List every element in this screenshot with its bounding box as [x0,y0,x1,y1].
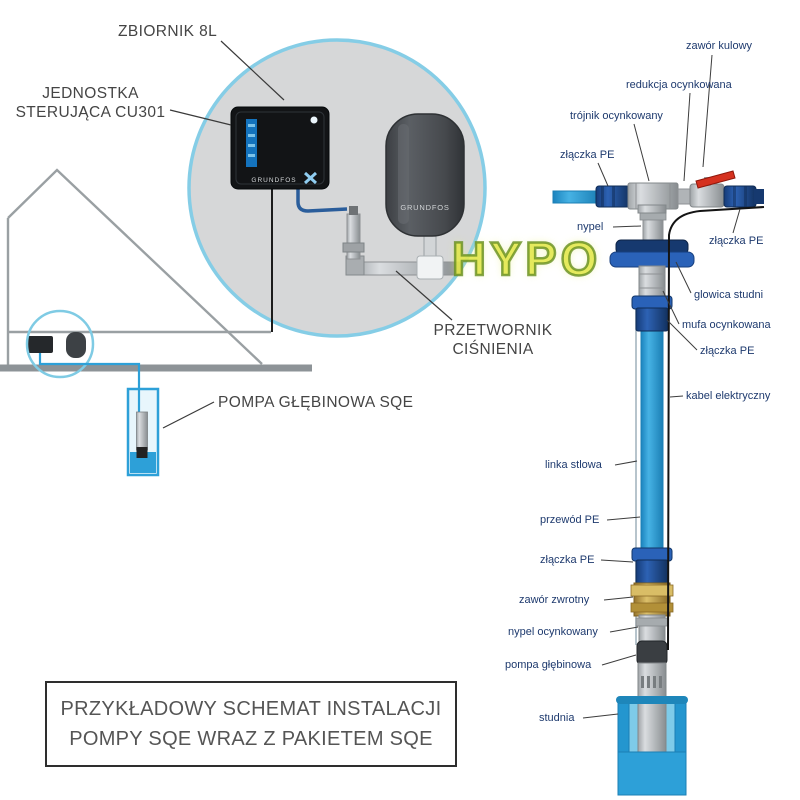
control-cable [296,189,348,213]
well-head-flange-part [609,239,695,268]
label-well-head: glowica studni [694,289,764,301]
leader-steel-line [614,460,638,466]
house-pump [136,411,148,451]
leader-pump-part [601,654,637,666]
leader-pe-upper [666,319,698,351]
leader-tank [220,40,285,101]
leader-pe-right [732,208,741,234]
pe-pipe-part [640,327,664,555]
surface-pipe-left [552,190,600,204]
callout-lines-right [582,54,741,719]
electric-cable-line [667,206,765,651]
zoom-source-circle [25,309,95,379]
callout-lines-left [162,40,453,429]
label-electric-cable: kabel elektryczny [686,390,771,402]
ball-valve-handle [695,170,736,189]
label-pe-coupler-right: złączka PE [709,235,764,247]
pe-coupler-right-part [723,185,757,208]
leader-transducer [395,270,453,321]
leader-pe-lower [600,559,634,563]
check-valve-part [630,582,674,617]
label-galvanized-reduction: redukcja ocynkowana [626,79,732,91]
label-pe-coupler-lower: złączka PE [540,554,595,566]
galvanized-sleeve-part [638,265,666,298]
label-check-valve: zawór zwrotny [519,594,590,606]
house-control-unit [27,336,53,353]
label-galvanized-tee: trójnik ocynkowany [570,110,663,122]
callout-pressure-transducer: PRZETWORNIK CIŚNIENIA [433,322,553,359]
label-well: studnia [539,712,575,724]
leader-check-valve [603,596,634,601]
galvanized-tee-part [627,182,679,214]
house-outline [6,168,271,367]
house-equipment [25,309,95,379]
leader-control-unit [169,109,232,126]
control-brand-text: GRUNDFOS [251,177,296,184]
label-galvanized-sleeve: mufa ocynkowana [682,319,771,331]
indoor-pipe [351,261,462,276]
tank-brand-text: GRUNDFOS [400,203,449,212]
label-pe-coupler-upper: złączka PE [700,345,755,357]
control-unit-cu301: GRUNDFOS [230,106,330,190]
label-submersible-pump: pompa głębinowa [505,659,592,671]
house-tank [66,332,86,358]
leader-pe-left [597,162,609,187]
ball-valve-part [689,170,736,208]
brand-x-icon [303,171,318,185]
label-pe-pipe: przewód PE [540,514,600,526]
label-nipple: nypel [577,221,604,233]
pe-coupler-upper-part [631,295,673,332]
leader-sleeve [662,290,680,325]
pressure-tank [385,113,465,237]
wellhead-assembly [552,170,765,796]
callout-control-unit: JEDNOSTKA STERUJĄCA CU301 [15,85,166,122]
label-ball-valve: zawór kulowy [686,40,753,52]
indoor-tee [416,255,444,280]
leader-well-head [675,261,692,294]
leader-tee [633,123,650,182]
zoom-contents: GRUNDFOS GRUNDFOS [230,106,465,280]
house-well [38,353,160,477]
pe-coupler-left-part [595,185,631,208]
pressure-transducer-part [342,206,365,276]
callout-tank: ZBIORNIK 8L [118,23,218,40]
well-casing-part [616,696,688,796]
galvanized-nipple-part [635,614,669,644]
leader-ball-valve [702,54,713,168]
label-steel-line: linka stlowa [545,459,602,471]
callout-pump: POMPA GŁĘBINOWA SQE [218,394,414,411]
caption-box: PRZYKŁADOWY SCHEMAT INSTALACJI POMPY SQE… [45,681,457,767]
watermark: HYPO [451,231,602,287]
leader-pump [162,401,215,429]
leader-reduction [683,92,691,182]
leader-cable [669,395,684,398]
leader-well [582,713,619,719]
label-galvanized-nipple: nypel ocynkowany [508,626,598,638]
house-pump-cable [38,353,141,414]
leader-nipple [612,225,642,228]
leader-pe-pipe [606,516,641,521]
pe-coupler-lower-part [631,547,673,585]
leader-galv-nipple [609,626,639,633]
label-pe-coupler-left: złączka PE [560,149,615,161]
